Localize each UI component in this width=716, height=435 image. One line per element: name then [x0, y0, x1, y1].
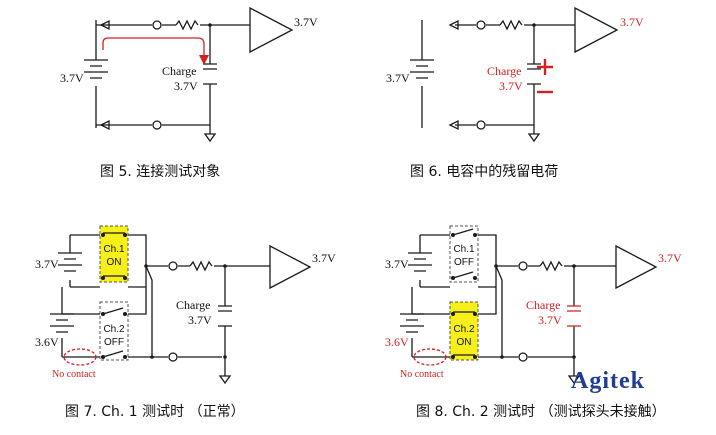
fig7-buffer-amp	[269, 244, 312, 290]
fig7-battery-2	[50, 313, 74, 333]
fig8-ch1-label: Ch.1	[453, 244, 475, 255]
fig6-cap-label: Charge	[487, 64, 521, 78]
fig8-no-contact-marker	[413, 348, 447, 366]
fig8-caption: 图 8. Ch. 2 测试时 （测试探头未接触）	[416, 403, 666, 420]
fig7-right-wires	[128, 234, 270, 376]
fig5-capacitor	[203, 63, 217, 85]
fig6-cap-voltage: 3.7V	[499, 79, 523, 93]
plus-icon	[537, 59, 553, 75]
fig8-capacitor	[567, 305, 581, 327]
figure-6: 3.7V 3.7V Charge 3.7V 图 6. 电容中的残留电荷	[386, 6, 644, 180]
fig6-battery-voltage: 3.7V	[386, 71, 410, 85]
fig8-output-voltage: 3.7V	[658, 251, 682, 265]
fig6-wires	[421, 20, 575, 134]
fig5-terminal	[152, 120, 162, 130]
fig8-battery-1	[408, 252, 432, 272]
fig8-bat2-voltage: 3.6V	[385, 335, 409, 349]
figure-8: Ch.1 OFF Ch.2 ON 3.7V 3.6V No contact 3.…	[385, 225, 682, 420]
figure-7: Ch.1 ON Ch.2 OFF 3.7V 3.6V No contact 3.…	[35, 225, 336, 420]
fig6-battery	[410, 59, 434, 79]
fig7-ground	[218, 375, 232, 385]
fig7-bat2-voltage: 3.6V	[35, 335, 59, 349]
fig5-cap-label: Charge	[162, 64, 196, 78]
fig6-output-voltage: 3.7V	[620, 15, 644, 29]
fig5-buffer-amp	[249, 6, 294, 54]
fig5-battery	[84, 59, 108, 79]
fig7-no-contact-marker	[63, 348, 97, 366]
fig7-cap-label: Charge	[176, 298, 210, 312]
fig6-arrow-left-bottom	[448, 119, 459, 131]
fig5-wires	[95, 20, 250, 134]
fig7-ch1-label: Ch.1	[103, 244, 125, 255]
fig7-terminal	[168, 261, 178, 271]
fig8-cap-label: Charge	[526, 298, 560, 312]
fig8-right-wires	[478, 234, 616, 376]
fig7-ch1-state: ON	[107, 257, 122, 268]
fig6-ground	[527, 133, 541, 143]
fig5-charge-path	[102, 37, 205, 56]
fig8-ch1-box	[449, 225, 479, 283]
fig7-bat1-voltage: 3.7V	[35, 257, 59, 271]
fig7-ch2-state: OFF	[104, 337, 124, 348]
fig5-terminal	[152, 20, 162, 30]
figure-5: 3.7V 3.7V Charge 3.7V 图 5. 连接测试对象	[60, 6, 318, 180]
fig8-ch2-label: Ch.2	[453, 324, 475, 335]
fig7-output-voltage: 3.7V	[312, 251, 336, 265]
fig6-caption: 图 6. 电容中的残留电荷	[410, 163, 558, 180]
fig7-terminal	[168, 352, 178, 362]
fig7-left-wires	[61, 234, 100, 358]
fig6-terminal	[476, 120, 486, 130]
fig5-cap-voltage: 3.7V	[174, 79, 198, 93]
fig5-output-voltage: 3.7V	[294, 15, 318, 29]
fig7-cap-voltage: 3.7V	[188, 313, 212, 327]
fig8-ground	[567, 375, 581, 385]
fig6-arrow-left	[448, 19, 459, 31]
fig8-ch1-state: OFF	[454, 257, 474, 268]
fig8-no-contact-label: No contact	[400, 369, 444, 380]
fig8-battery-2	[400, 313, 424, 333]
fig7-resistor	[189, 260, 213, 272]
fig7-ch2-label: Ch.2	[103, 324, 125, 335]
fig7-ch2-box	[99, 301, 129, 361]
fig5-battery-voltage: 3.7V	[60, 71, 84, 85]
fig8-bat1-voltage: 3.7V	[385, 257, 409, 271]
fig8-left-wires	[411, 234, 450, 358]
agitek-logo: Agitek	[571, 368, 645, 394]
fig8-buffer-amp	[615, 244, 658, 290]
fig8-terminal	[518, 352, 528, 362]
fig6-buffer-amp	[574, 6, 619, 54]
fig5-arrow-left	[99, 19, 110, 31]
fig7-battery-1	[58, 252, 82, 272]
fig5-arrow-down-icon	[199, 55, 209, 65]
fig8-cap-voltage: 3.7V	[538, 313, 562, 327]
fig7-no-contact-label: No contact	[52, 369, 96, 380]
fig6-terminal	[476, 20, 486, 30]
fig5-caption: 图 5. 连接测试对象	[100, 163, 220, 180]
fig8-terminal	[518, 261, 528, 271]
fig6-capacitor	[527, 63, 541, 85]
fig6-resistor	[499, 19, 523, 31]
fig8-resistor	[539, 260, 563, 272]
fig8-ch2-state: ON	[457, 337, 472, 348]
fig5-ground	[203, 133, 217, 143]
fig7-capacitor	[218, 305, 232, 327]
fig5-arrow-left-bottom	[99, 119, 110, 131]
fig7-caption: 图 7. Ch. 1 测试时 （正常）	[65, 404, 245, 420]
fig5-resistor	[175, 19, 199, 31]
